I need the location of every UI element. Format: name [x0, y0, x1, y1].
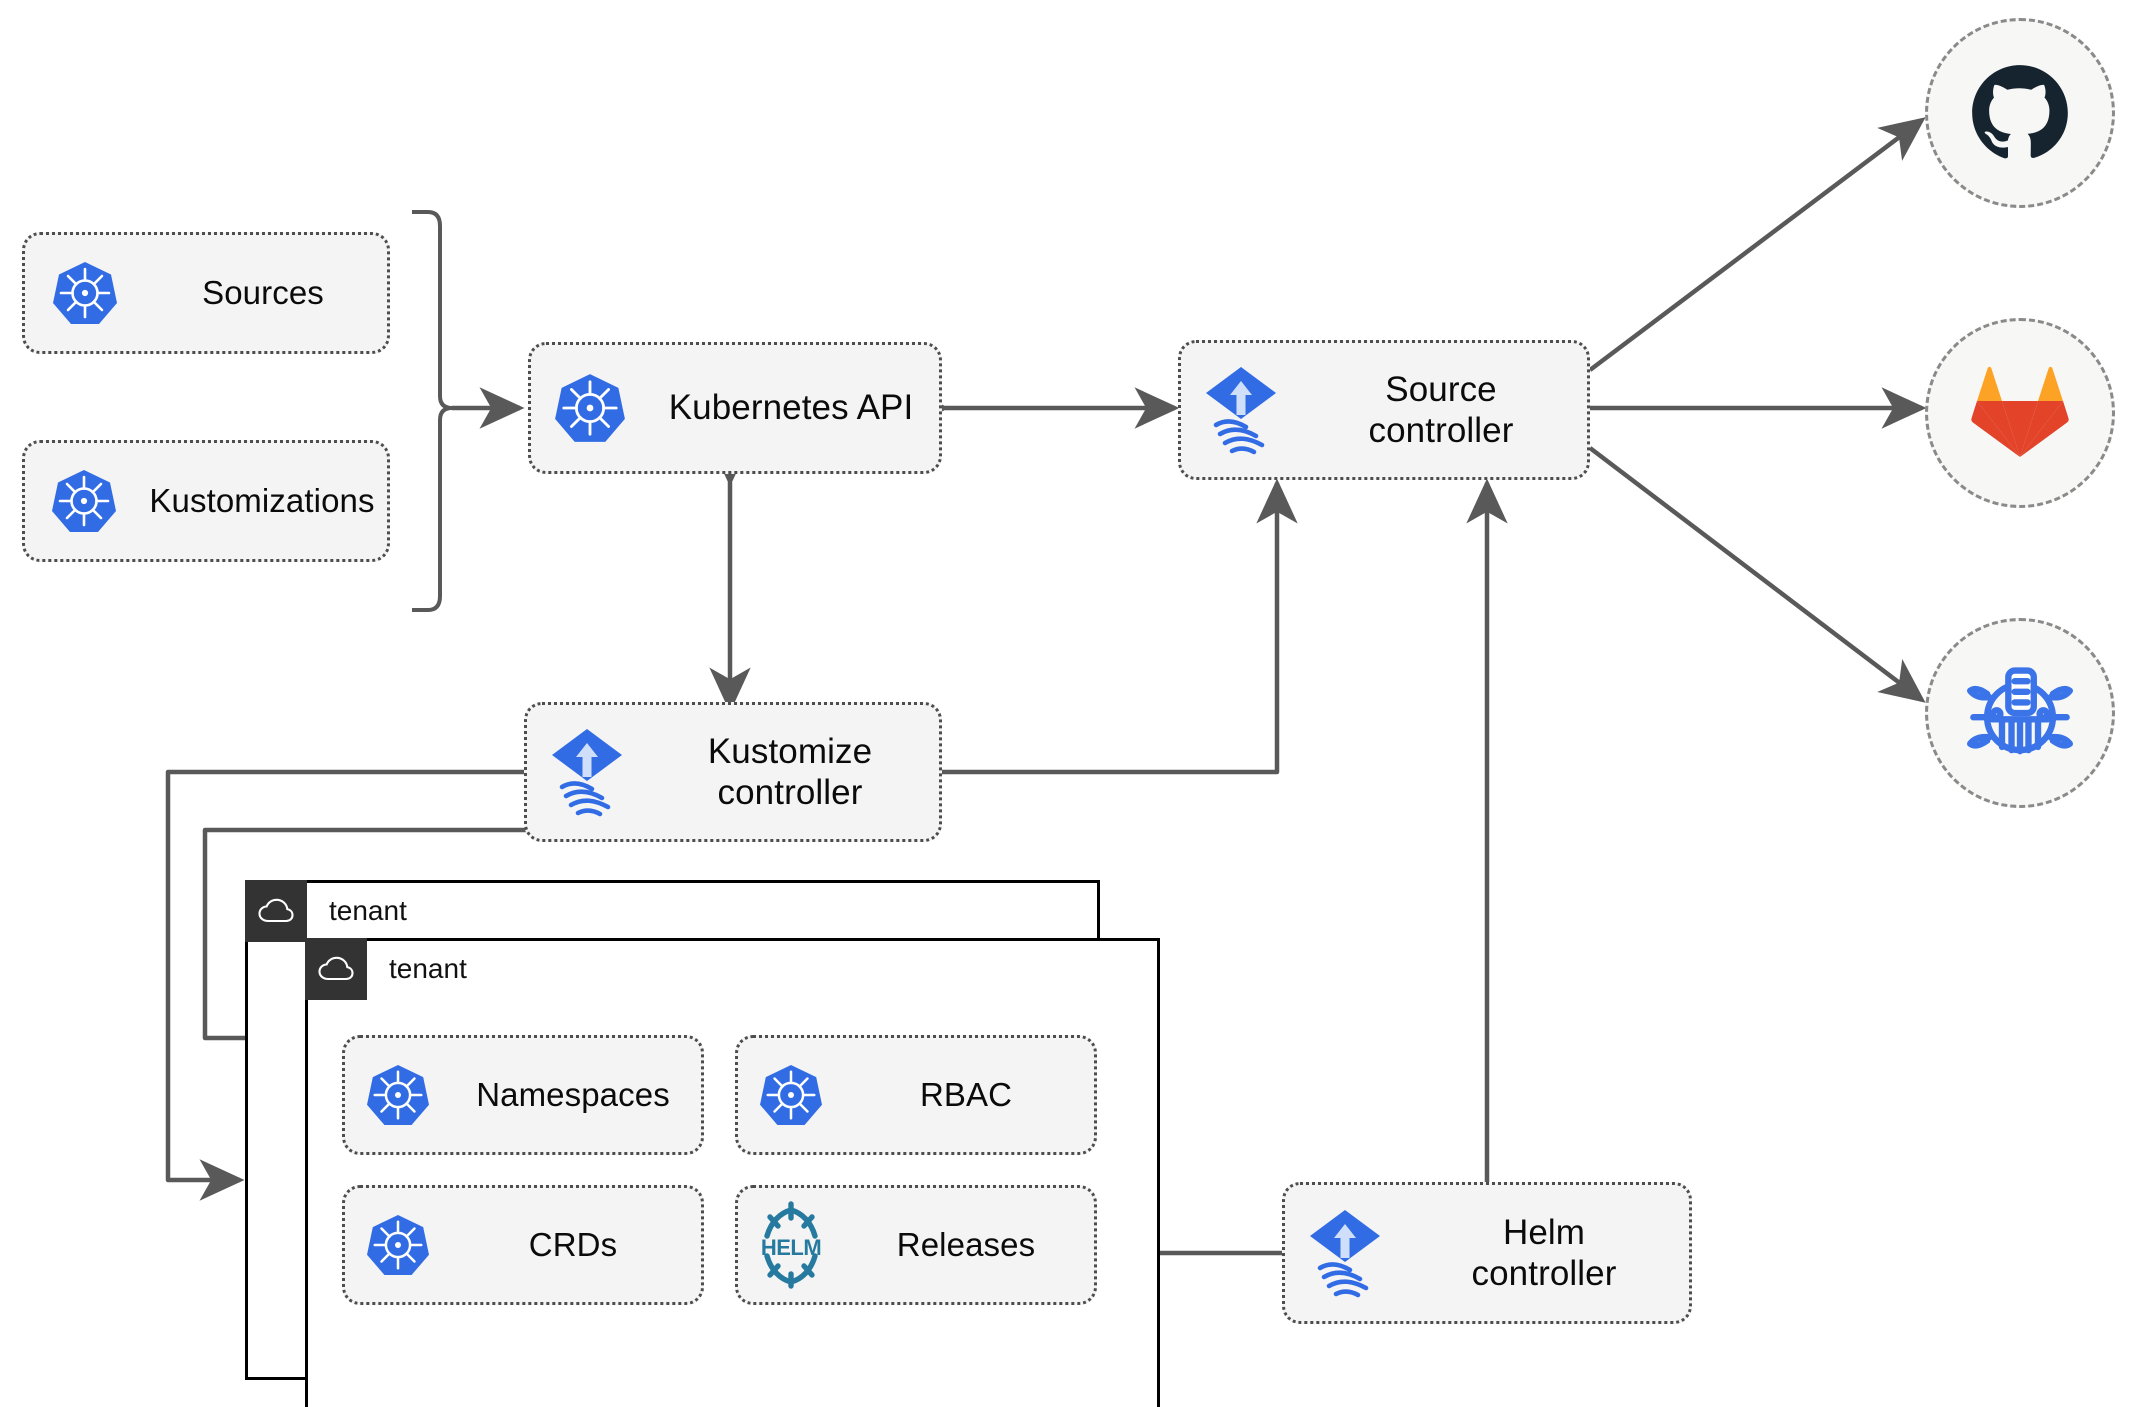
node-label-line2: controller [1368, 411, 1514, 450]
provider-github[interactable] [1925, 18, 2115, 208]
node-label-line2: controller [717, 773, 863, 812]
node-label: CRDs [528, 1225, 618, 1263]
helm-icon: HELM [738, 1201, 844, 1289]
tenant-label: tenant [329, 895, 407, 926]
kubernetes-icon [25, 260, 145, 326]
edge-kustomize-to-source [940, 478, 1298, 775]
kubernetes-icon [345, 1213, 451, 1277]
kubernetes-icon [345, 1063, 451, 1127]
node-kubernetes-api[interactable]: Kubernetes API [528, 342, 942, 474]
tenant-titlebar: tenant [245, 880, 407, 942]
kubernetes-icon [738, 1063, 844, 1127]
node-label: Sources [202, 273, 324, 311]
tenant-container-inner: tenant [305, 938, 1160, 1407]
provider-helm-repository[interactable] [1925, 618, 2115, 808]
node-label: Source controller [1301, 369, 1587, 452]
tenant-label: tenant [389, 953, 467, 984]
node-sources[interactable]: Sources [22, 232, 390, 354]
flux-icon [527, 725, 647, 819]
node-helm-controller[interactable]: Helm controller [1282, 1182, 1692, 1324]
kubernetes-icon [531, 372, 649, 444]
flux-icon [1285, 1206, 1405, 1300]
provider-gitlab[interactable] [1925, 318, 2115, 508]
node-label: Kustomizations [149, 481, 375, 519]
node-rbac[interactable]: RBAC [735, 1035, 1097, 1155]
github-icon [1972, 65, 2068, 159]
node-label: Releases [896, 1225, 1036, 1263]
edge-sources-bracket [412, 210, 454, 612]
node-label: Kubernetes API [668, 388, 914, 428]
cloud-icon [245, 880, 307, 942]
cloud-icon [305, 938, 367, 1000]
node-label-line2: controller [1471, 1254, 1617, 1293]
node-label: Namespaces [476, 1075, 670, 1113]
node-crds[interactable]: CRDs [342, 1185, 704, 1305]
node-label-line1: Kustomize [707, 731, 873, 771]
node-kustomize-controller[interactable]: Kustomize controller [524, 702, 942, 842]
flux-icon [1181, 363, 1301, 457]
edge-source-to-github [1588, 117, 1926, 372]
node-namespaces[interactable]: Namespaces [342, 1035, 704, 1155]
svg-text:HELM: HELM [761, 1235, 821, 1260]
node-label-line1: Helm [1502, 1212, 1586, 1252]
helm-repository-icon [1967, 667, 2073, 755]
node-label-line1: Source [1385, 369, 1497, 409]
kubernetes-icon [25, 468, 143, 534]
edge-source-to-helmrepo [1588, 446, 1926, 703]
tenant-titlebar: tenant [305, 938, 467, 1000]
node-label: Kustomize controller [647, 731, 939, 814]
node-releases[interactable]: HELM Releases [735, 1185, 1097, 1305]
node-kustomizations[interactable]: Kustomizations [22, 440, 390, 562]
node-label: Helm controller [1405, 1212, 1689, 1295]
gitlab-icon [1971, 366, 2069, 457]
node-label: RBAC [919, 1075, 1013, 1113]
node-source-controller[interactable]: Source controller [1178, 340, 1590, 480]
